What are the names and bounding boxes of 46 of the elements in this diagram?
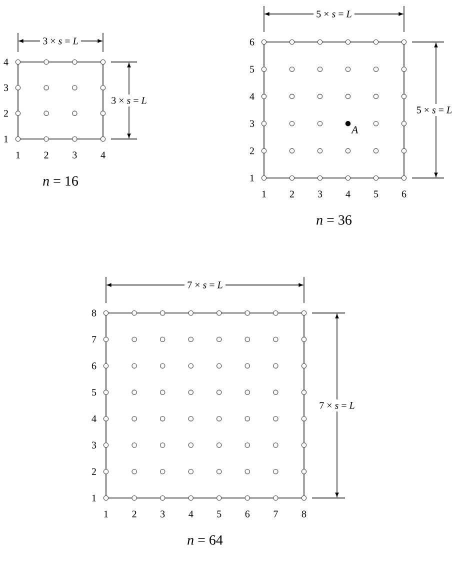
axis-number: 8	[92, 310, 96, 316]
caption: n = 64	[188, 535, 223, 545]
axis-number: 6	[250, 38, 254, 46]
axis-number: 4	[100, 152, 106, 158]
axis-number: 8	[302, 510, 306, 518]
axis-number: 3	[92, 442, 96, 448]
axis-number: 3	[72, 152, 77, 158]
axis-number: 1	[16, 152, 20, 158]
point-label: A	[351, 126, 358, 134]
axis-number: 5	[250, 66, 254, 73]
axis-number: 1	[92, 494, 96, 502]
axis-number: 2	[132, 510, 136, 518]
dimension-label: 5 × s = L	[313, 8, 355, 20]
axis-number: 7	[92, 336, 96, 343]
axis-number: 2	[92, 468, 96, 475]
axis-number: 6	[402, 190, 406, 198]
axis-number: 4	[4, 58, 8, 66]
axis-number: 4	[346, 190, 350, 198]
dimension-label: 5 × s = L	[414, 104, 455, 116]
axis-number: 3	[160, 510, 165, 518]
axis-number: 3	[318, 190, 322, 198]
dimension-label: 3 × s = L	[40, 34, 82, 48]
axis-number: 1	[250, 174, 254, 182]
axis-number: 2	[290, 190, 294, 198]
axis-number: 4	[250, 93, 254, 100]
axis-number: 1	[4, 136, 8, 142]
dimension-label: 7 × s = L	[184, 279, 226, 291]
dimension-label: 7 × s = L	[316, 400, 358, 412]
axis-number: 5	[374, 190, 378, 198]
dimension-label: 3 × s = L	[108, 94, 150, 107]
caption: n = 36	[316, 215, 352, 225]
axis-number: 2	[250, 148, 254, 154]
axis-number: 3	[4, 84, 8, 92]
axis-number: 1	[262, 190, 266, 198]
axis-number: 4	[188, 510, 194, 518]
axis-number: 6	[245, 510, 250, 518]
axis-number: 4	[92, 415, 96, 422]
caption: n = 16	[43, 176, 78, 186]
axis-number: 6	[92, 362, 96, 370]
axis-number: 5	[217, 510, 222, 518]
axis-number: 5	[92, 388, 96, 396]
axis-number: 2	[4, 110, 8, 117]
axis-number: 1	[104, 510, 108, 518]
axis-number: 2	[44, 152, 48, 158]
axis-number: 3	[250, 120, 254, 127]
axis-number: 7	[274, 510, 278, 518]
